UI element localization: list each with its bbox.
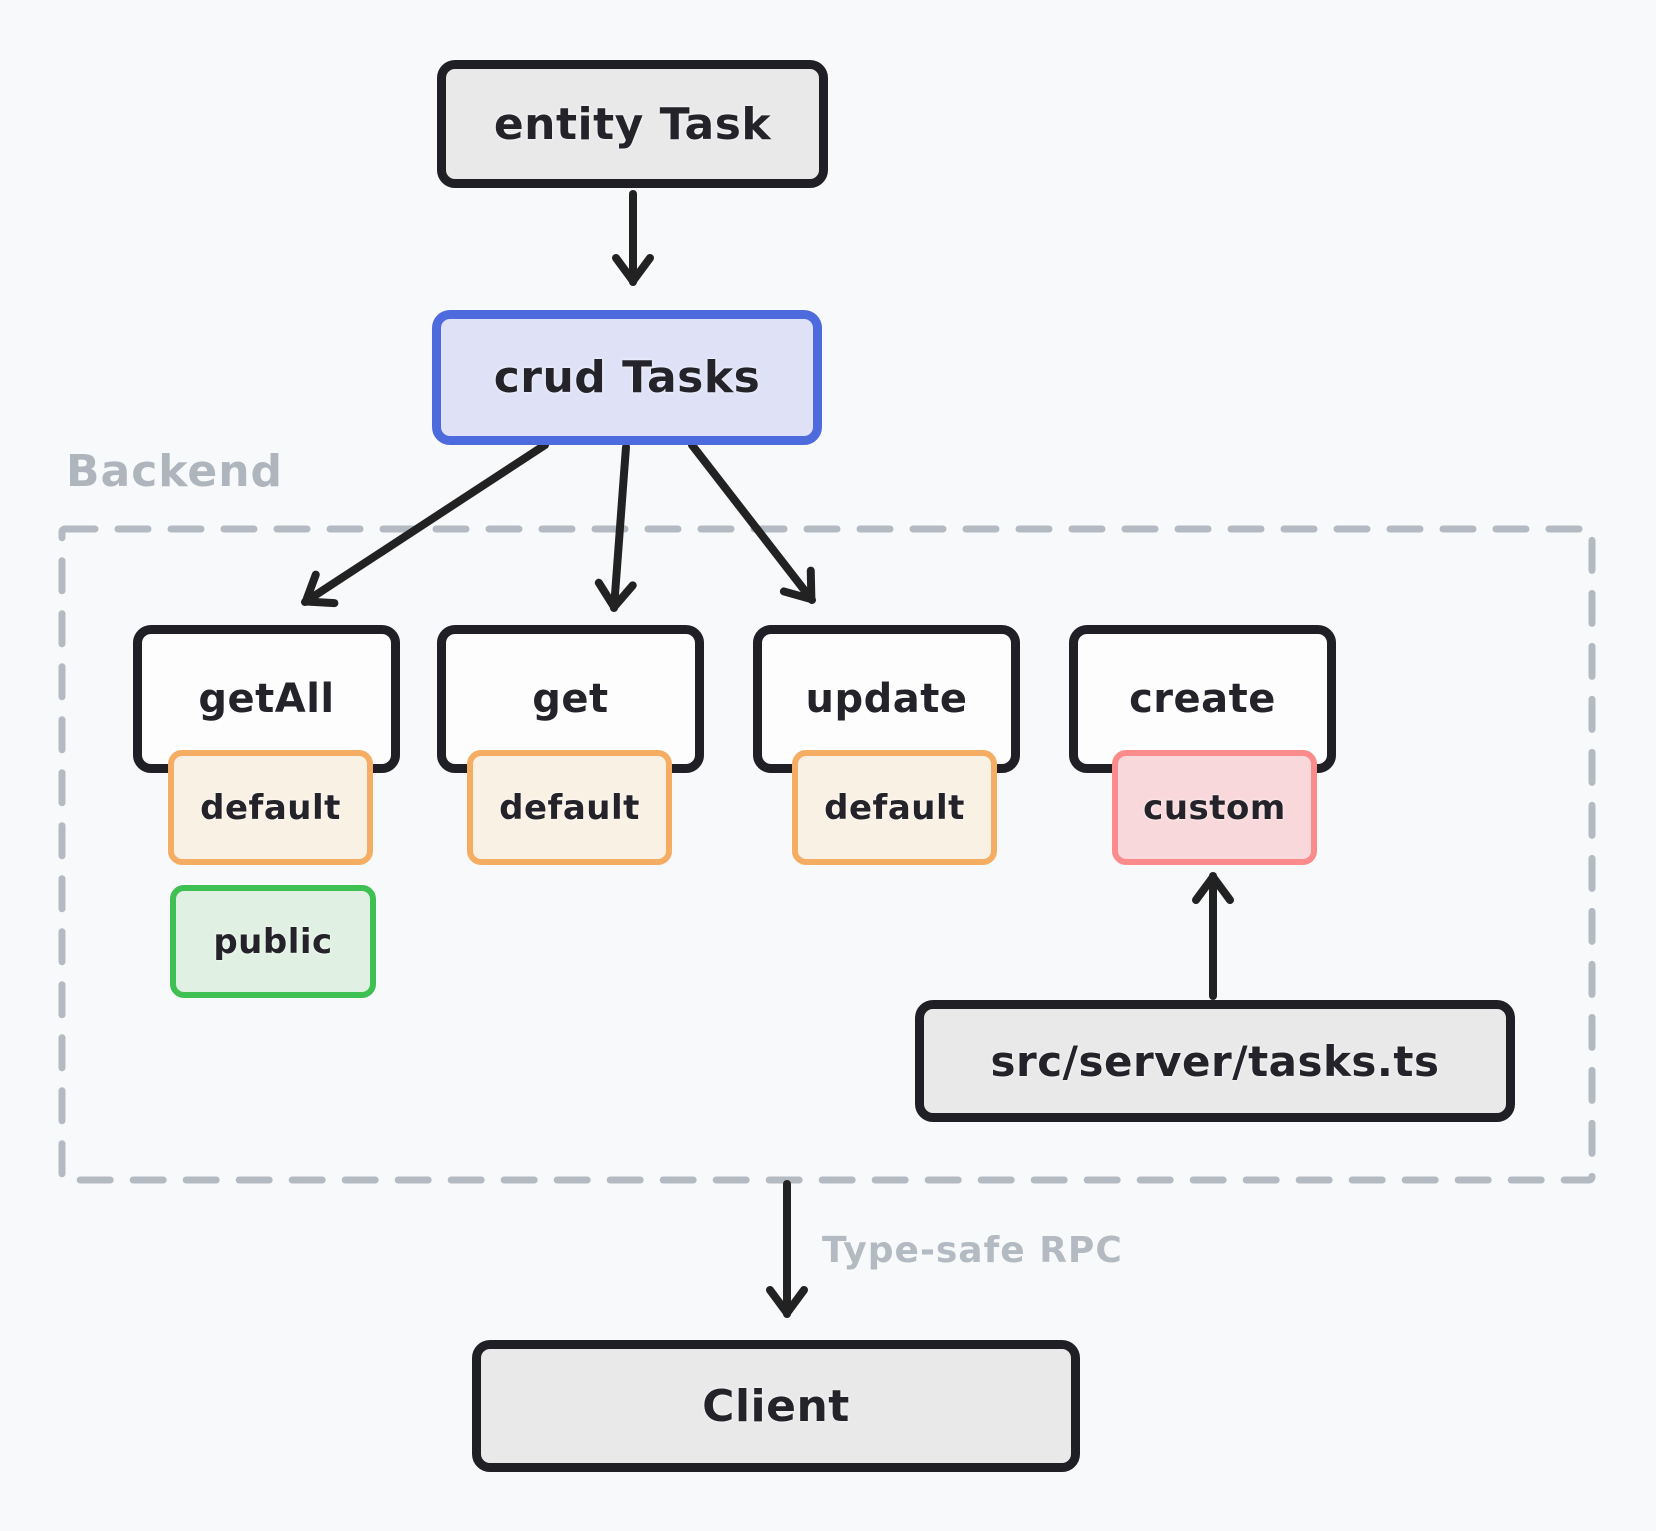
node-entity-task-label: entity Task [493, 98, 772, 150]
node-file-path-label: src/server/tasks.ts [990, 1036, 1440, 1086]
node-entity-task: entity Task [437, 60, 828, 188]
badge-get-default: default [467, 750, 672, 865]
badge-update-default: default [792, 750, 997, 865]
badge-create-custom-label: custom [1143, 787, 1286, 828]
node-crud-tasks-label: crud Tasks [493, 352, 761, 403]
badge-getall-public: public [170, 885, 376, 998]
node-method-update: update [753, 625, 1020, 773]
node-client-label: Client [702, 1380, 850, 1432]
node-method-getall: getAll [133, 625, 400, 773]
arrow-crud-to-get [594, 443, 637, 612]
badge-getall-public-label: public [213, 921, 333, 962]
backend-dashed-region [58, 525, 1596, 1184]
node-method-get-label: get [532, 676, 609, 722]
badge-create-custom: custom [1112, 750, 1317, 865]
node-method-create: create [1069, 625, 1336, 773]
node-crud-tasks: crud Tasks [432, 310, 822, 445]
node-client: Client [472, 1340, 1080, 1472]
backend-region-label: Backend [66, 446, 284, 497]
node-method-update-label: update [805, 676, 968, 722]
node-method-create-label: create [1129, 676, 1276, 722]
badge-update-default-label: default [824, 787, 965, 828]
node-file-path: src/server/tasks.ts [915, 1000, 1515, 1122]
arrow-crud-to-update [688, 441, 816, 604]
rpc-arrow-label: Type-safe RPC [822, 1230, 1123, 1271]
badge-get-default-label: default [499, 787, 640, 828]
badge-getall-default: default [168, 750, 373, 865]
arrow-crud-to-getall [301, 441, 549, 608]
badge-getall-default-label: default [200, 787, 341, 828]
node-method-getall-label: getAll [198, 676, 335, 722]
